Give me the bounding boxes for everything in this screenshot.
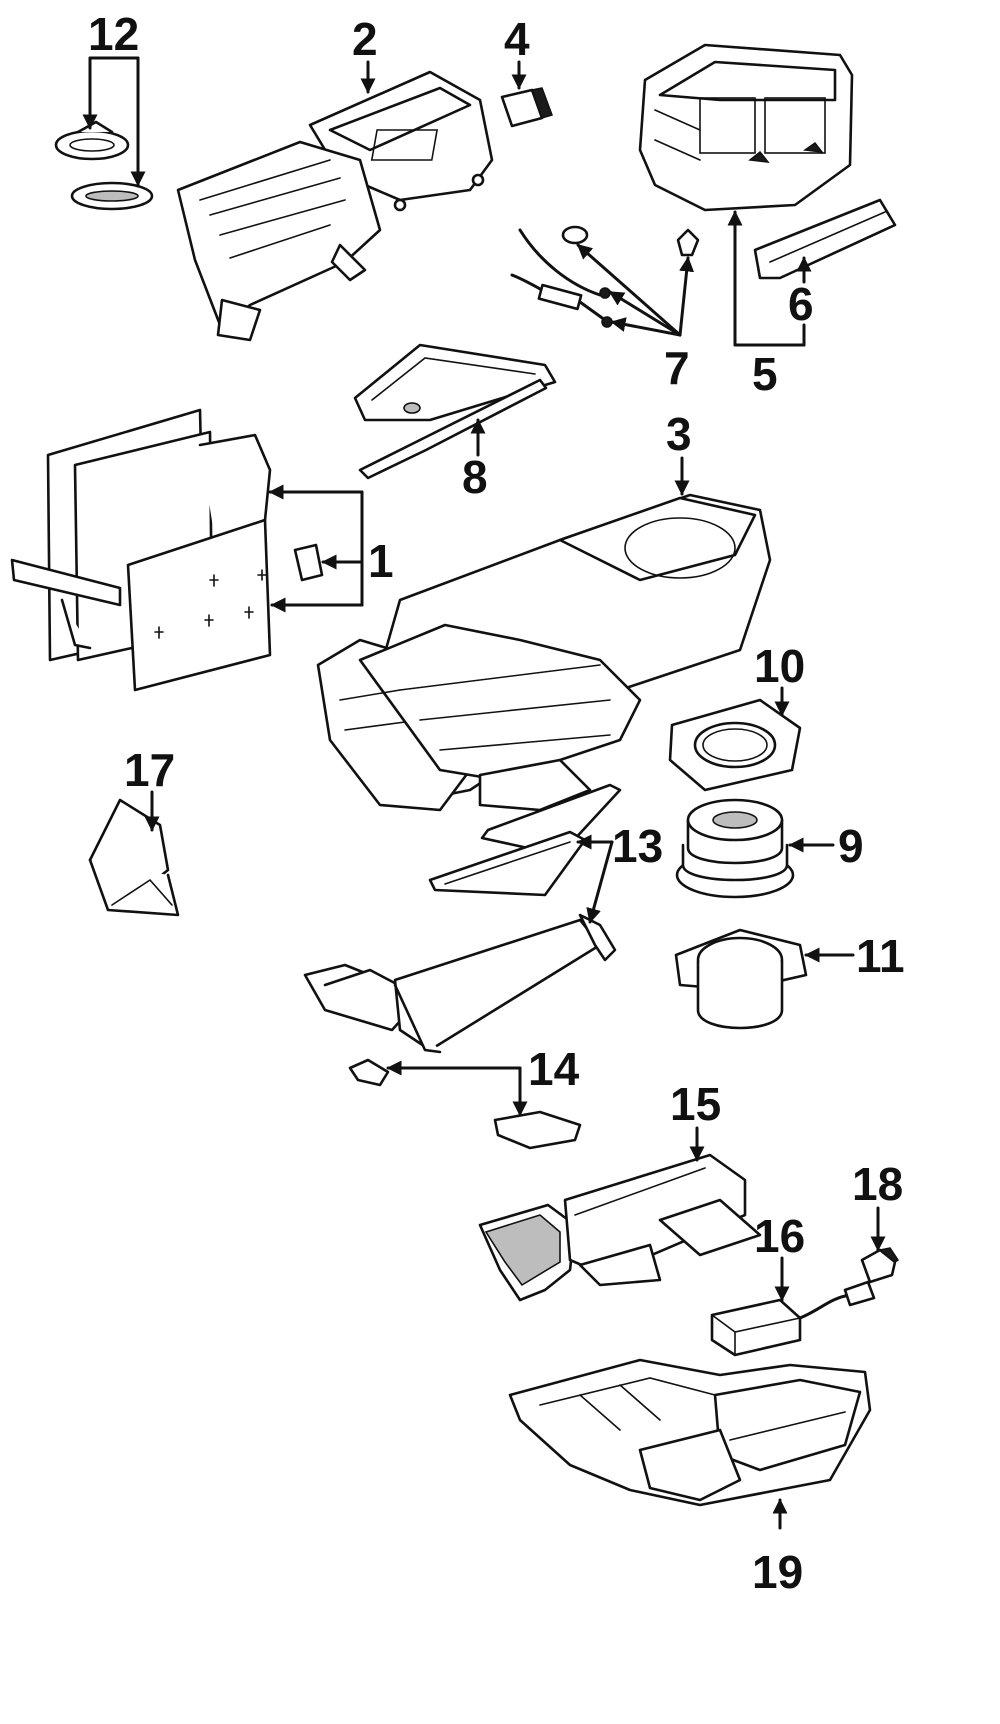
callout-2: 2 <box>352 13 378 65</box>
part-15-lower-duct <box>478 1153 762 1302</box>
part-16-control-module <box>710 1280 876 1357</box>
part-6-duct <box>753 198 897 280</box>
part-8-door <box>353 343 557 480</box>
callout-9: 9 <box>838 820 864 872</box>
part-9-blower-motor <box>675 798 795 899</box>
callout-7: 7 <box>664 342 690 394</box>
callout-12: 12 <box>88 8 139 60</box>
callout-18: 18 <box>852 1158 903 1210</box>
part-3-main-case <box>316 493 772 812</box>
part-7-cables <box>510 225 700 328</box>
part-2-upper-duct <box>176 70 494 342</box>
callout-3: 3 <box>666 408 692 460</box>
leader-lines <box>82 56 886 1530</box>
callout-5: 5 <box>752 348 778 400</box>
callout-14: 14 <box>528 1043 580 1095</box>
callout-15: 15 <box>670 1078 721 1130</box>
part-1-evaporator <box>10 408 324 692</box>
callout-labels: 12 2 4 7 5 6 8 3 1 10 17 9 13 11 14 15 1… <box>88 8 905 1598</box>
callout-13: 13 <box>612 820 663 872</box>
callout-6: 6 <box>788 278 814 330</box>
callout-1: 1 <box>368 535 394 587</box>
part-18-connector <box>860 1247 900 1284</box>
part-4-actuator <box>500 87 553 128</box>
part-11-adapter <box>674 928 808 1030</box>
callout-10: 10 <box>754 640 805 692</box>
callout-8: 8 <box>462 451 488 503</box>
callout-16: 16 <box>754 1210 805 1262</box>
callout-11: 11 <box>856 930 905 982</box>
part-19-bottom-duct <box>508 1358 872 1507</box>
part-17-bracket <box>88 798 180 917</box>
part-14-heater-core <box>303 913 617 1150</box>
callout-17: 17 <box>124 744 175 796</box>
callout-19: 19 <box>752 1546 803 1598</box>
part-10-gasket <box>668 698 802 792</box>
part-5-outlet-housing <box>638 43 854 212</box>
callout-4: 4 <box>504 13 530 65</box>
part-13-filters <box>428 783 622 897</box>
